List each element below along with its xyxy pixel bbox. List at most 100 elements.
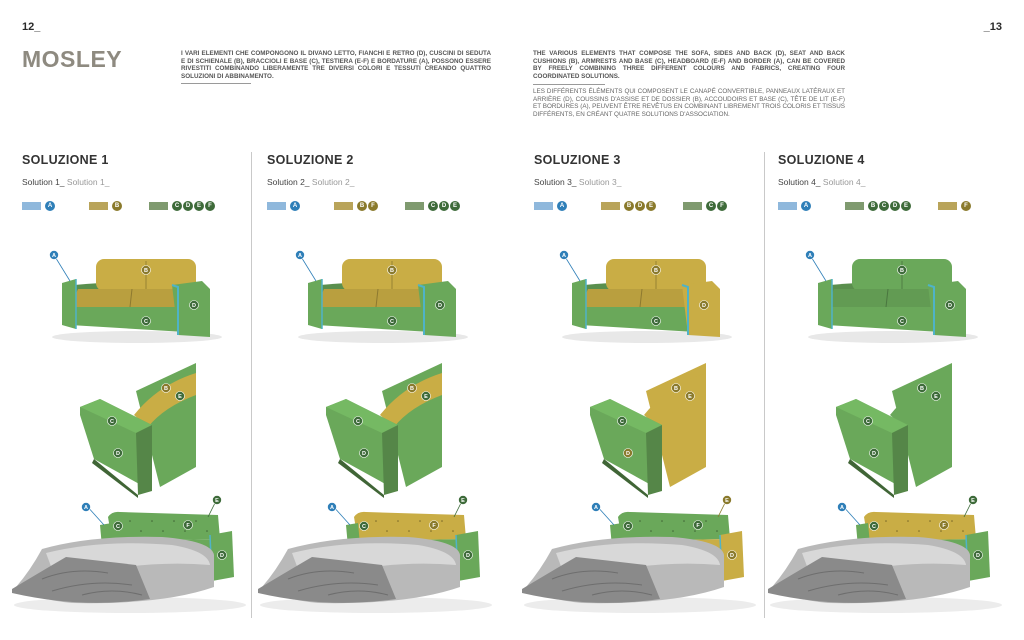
description-italian: I VARI ELEMENTI CHE COMPONGONO IL DIVANO… — [181, 50, 491, 81]
callout-badge-e: E — [722, 495, 732, 505]
arm-edge — [646, 425, 662, 495]
legend-badge-d: D — [183, 201, 193, 211]
callout-badge-d: D — [189, 300, 199, 310]
seat-seam — [129, 288, 133, 308]
button-tuft — [951, 520, 953, 522]
button-tuft — [408, 530, 410, 532]
callout-circle — [651, 265, 661, 275]
callout-badge-e: E — [458, 495, 468, 505]
callout-letter: D — [730, 553, 734, 559]
callout-letter: A — [562, 253, 566, 259]
fabric-swatch-mustard — [89, 202, 108, 210]
callout-letter: E — [215, 498, 219, 504]
button-tuft — [184, 530, 186, 532]
callout-badge-c: C — [359, 521, 369, 531]
callout-circle — [617, 416, 627, 426]
callout-line — [299, 254, 317, 282]
button-tuft — [386, 530, 388, 532]
callout-badge-e: E — [685, 391, 695, 401]
callout-letter: B — [144, 268, 148, 274]
callout-circle — [359, 448, 369, 458]
legend-badge-a: A — [290, 201, 300, 211]
callout-badge-f: F — [429, 520, 439, 530]
fabric-swatch-mustard — [334, 202, 353, 210]
left-arm — [62, 279, 76, 329]
callout-circle — [805, 250, 815, 260]
callout-badge-d: D — [727, 550, 737, 560]
arm-top — [590, 399, 662, 433]
callout-circle — [863, 416, 873, 426]
legend-badge-c: C — [706, 201, 716, 211]
subtitle-english: Solution 2_ — [267, 177, 310, 187]
callout-circle — [359, 521, 369, 531]
button-tuft — [907, 520, 909, 522]
fabric-swatch-green — [149, 202, 168, 210]
headboard — [864, 511, 976, 541]
callout-letter: C — [872, 524, 876, 530]
callout-letter: E — [725, 498, 729, 504]
side-back-cushion — [644, 373, 706, 427]
button-tuft — [151, 520, 153, 522]
callout-badge-c: C — [863, 416, 873, 426]
callout-letter: C — [620, 419, 624, 425]
callout-letter: E — [461, 498, 465, 504]
callout-circle — [727, 550, 737, 560]
callout-circle — [161, 383, 171, 393]
seat-seam — [885, 288, 889, 308]
legend-badge-c: C — [879, 201, 889, 211]
seat-cushion — [826, 289, 958, 307]
button-tuft — [452, 530, 454, 532]
fabric-swatch-blue — [267, 202, 286, 210]
arm-edge — [892, 425, 908, 495]
button-tuft — [661, 520, 663, 522]
sofa-base — [826, 307, 958, 333]
callout-letter: E — [424, 394, 428, 400]
solution-title-3: SOLUZIONE 3 — [534, 153, 621, 167]
callout-circle — [387, 265, 397, 275]
right-side-panel — [172, 281, 210, 337]
legend-group: A — [267, 201, 301, 211]
callout-letter: E — [688, 394, 692, 400]
callout-circle — [931, 391, 941, 401]
seat-cushion — [580, 289, 712, 307]
callout-badge-a: A — [327, 502, 337, 512]
callout-letter: B — [674, 386, 678, 392]
callout-circle — [217, 550, 227, 560]
callout-letter: D — [976, 553, 980, 559]
legend-badge-a: A — [801, 201, 811, 211]
legend-badge-e: E — [194, 201, 204, 211]
fabric-swatch-mustard — [938, 202, 957, 210]
callout-badge-c: C — [651, 316, 661, 326]
callout-badge-d: D — [113, 448, 123, 458]
border-piping — [927, 284, 935, 335]
callout-circle — [107, 416, 117, 426]
fabric-swatch-green — [845, 202, 864, 210]
headboard — [108, 511, 220, 541]
seat-seam — [639, 288, 643, 308]
callout-badge-b: B — [671, 383, 681, 393]
callout-circle — [458, 495, 468, 505]
right-side-panel — [682, 281, 720, 337]
legend-badge-c: C — [172, 201, 182, 211]
callout-letter: B — [654, 268, 658, 274]
callout-badge-c: C — [617, 416, 627, 426]
arm-edge — [382, 425, 398, 495]
callout-letter: F — [432, 523, 436, 529]
left-arm — [818, 279, 832, 329]
callout-circle — [212, 495, 222, 505]
callout-badge-d: D — [359, 448, 369, 458]
callout-circle — [421, 391, 431, 401]
callout-letter: F — [696, 523, 700, 529]
callout-circle — [897, 316, 907, 326]
callout-badge-b: B — [897, 265, 907, 275]
callout-badge-c: C — [141, 316, 151, 326]
button-tuft — [639, 520, 641, 522]
callout-letter: D — [466, 553, 470, 559]
callout-letter: F — [942, 523, 946, 529]
